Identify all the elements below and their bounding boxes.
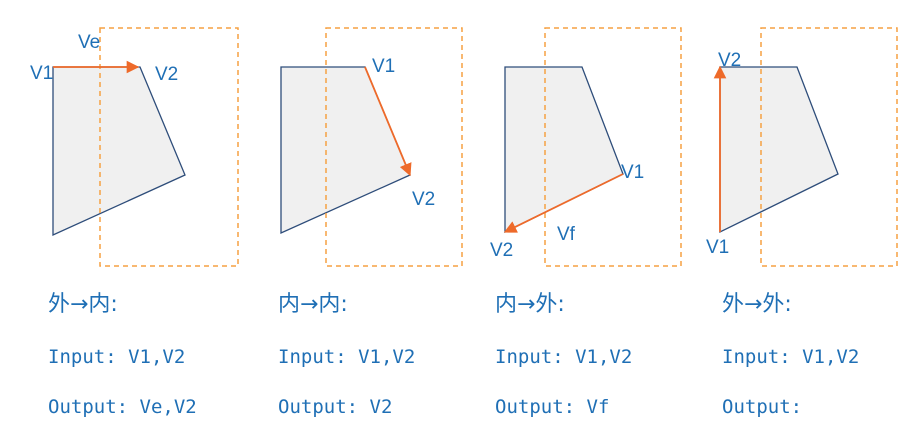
panel-2-label-v2: V2 (412, 189, 435, 210)
panel-3-clip-window (544, 27, 682, 267)
panel-2-label-v1: V1 (372, 56, 395, 77)
panel-1-text: 外→内: Input: V1,V2 Output: Ve,V2 (48, 290, 197, 432)
panel-1-output: Output: Ve,V2 (48, 396, 197, 418)
panel-2-edge-vector (364, 66, 412, 177)
panel-4-label-v2: V2 (718, 50, 741, 71)
panel-4-label-v1: V1 (706, 237, 729, 258)
panel-2-polygon (280, 66, 411, 235)
panel-1-clip-window (99, 27, 239, 267)
panel-3-input: Input: V1,V2 (495, 346, 633, 368)
panel-2-text: 内→内: Input: V1,V2 Output: V2 (278, 290, 415, 432)
panel-3-polygon (504, 66, 624, 234)
panel-2-output: Output: V2 (278, 396, 393, 418)
panel-2-heading: 内→内: (278, 292, 348, 317)
panel-4-text: 外→外: Input: V1,V2 Output: (722, 290, 859, 432)
panel-1-input: Input: V1,V2 (48, 346, 186, 368)
panel-4-output: Output: (722, 396, 803, 418)
panel-1-label-v2: V2 (155, 64, 178, 85)
panel-1-polygon (52, 66, 186, 237)
panel-1-label-v1: V1 (30, 63, 53, 84)
panel-1-label-extra: Ve (78, 32, 100, 53)
panel-3-output: Output: Vf (495, 396, 610, 418)
panel-4-heading: 外→外: (722, 292, 792, 317)
panel-3-edge-vector (503, 173, 624, 233)
panel-4-clip-window (760, 27, 898, 267)
panel-3-heading: 内→外: (495, 292, 565, 317)
panel-3-text: 内→外: Input: V1,V2 Output: Vf (495, 290, 632, 432)
panel-3-label-extra: Vf (557, 224, 576, 245)
panel-1-heading: 外→内: (48, 292, 118, 317)
panel-4-input: Input: V1,V2 (722, 346, 860, 368)
panel-2-clip-window (325, 27, 463, 267)
panel-3-label-v2: V2 (490, 240, 513, 261)
panel-3-label-v1: V1 (621, 162, 644, 183)
panel-4-polygon (719, 66, 839, 234)
panel-2-input: Input: V1,V2 (278, 346, 416, 368)
